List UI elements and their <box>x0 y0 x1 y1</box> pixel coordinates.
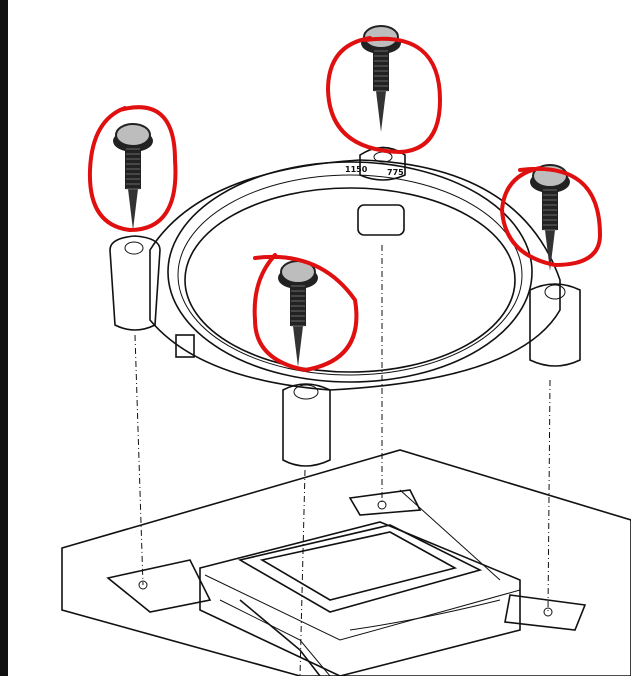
bracket-post-right <box>529 283 581 367</box>
back-clip <box>357 204 405 236</box>
red-circle-front <box>252 253 359 373</box>
mount-pad-left <box>106 559 212 613</box>
push-pin-screw-top <box>361 25 401 132</box>
alignment-lines <box>134 245 551 676</box>
bracket-post-left <box>109 235 161 331</box>
cpu-chip <box>259 531 458 601</box>
ring-label-775: 775 <box>387 168 404 177</box>
push-pin-screw-front <box>278 260 318 367</box>
push-pin-screw-right <box>530 164 570 271</box>
red-circle-right <box>499 166 603 268</box>
mounting-bracket-ring: 1150 775 <box>109 146 581 467</box>
red-circle-top <box>325 36 443 155</box>
mount-pad-right <box>504 594 587 631</box>
ring-label-1150: 1150 <box>345 165 368 174</box>
mount-pad-top <box>348 489 422 516</box>
motherboard <box>61 449 631 676</box>
red-circle-left <box>87 105 178 233</box>
left-window-edge <box>0 0 8 676</box>
red-annotations <box>87 36 603 373</box>
bracket-post-front <box>282 383 331 467</box>
push-pin-screw-left <box>113 123 153 230</box>
cpu-socket <box>199 489 521 676</box>
